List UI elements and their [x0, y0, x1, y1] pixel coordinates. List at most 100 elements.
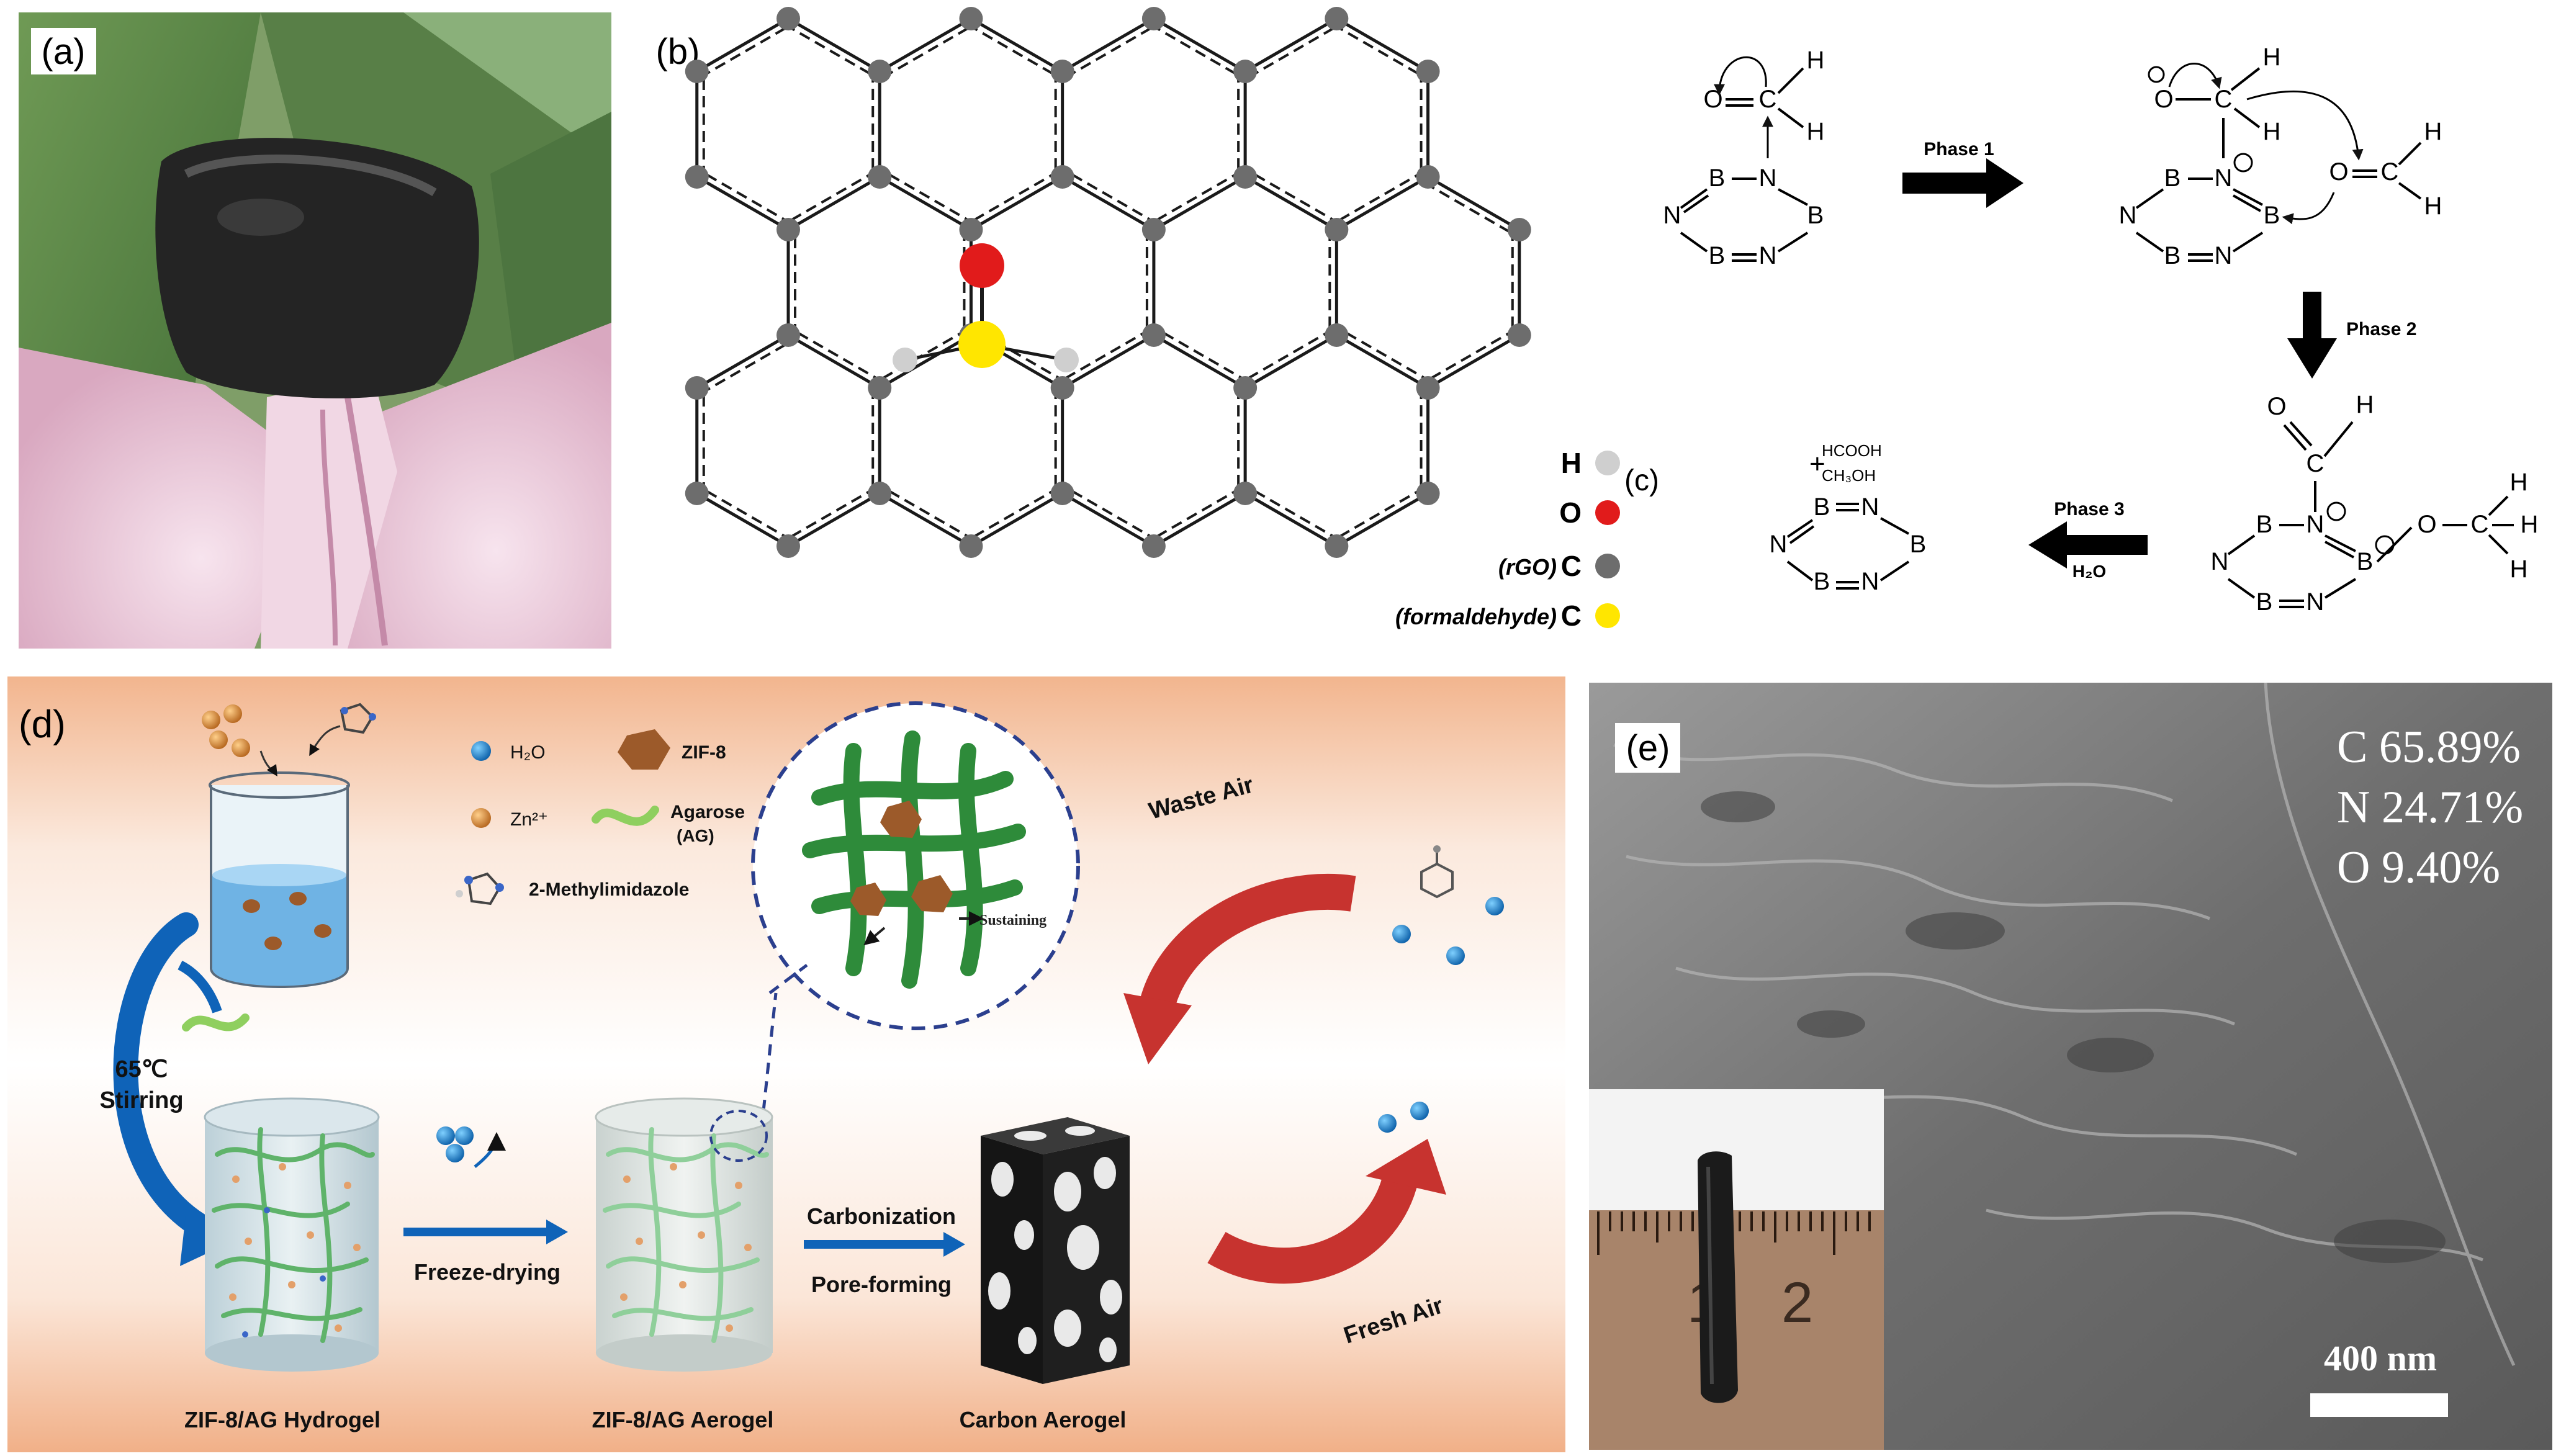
sustaining-label: Sustaining: [979, 912, 1046, 928]
atom-h: H: [1807, 118, 1825, 145]
lattice-carbon-atom: [868, 60, 892, 83]
lattice-legend: H O (c) (rGO) C (formaldehyde) C: [1395, 447, 1659, 632]
phase-2-label: Phase 2: [2346, 319, 2416, 339]
legend-o-label: O: [1559, 497, 1582, 529]
legend-rgo-prefix: (rGO): [1498, 554, 1557, 580]
lattice-carbon-atom: [1416, 376, 1440, 400]
step-temperature: 65℃: [115, 1056, 168, 1082]
atom-h: H: [1807, 47, 1825, 74]
atom-b: B: [1807, 202, 1824, 229]
step-stirring: Stirring: [99, 1087, 183, 1113]
lattice-bond: [787, 492, 881, 548]
zif8-swatch: [618, 729, 670, 770]
lattice-bond-aromatic: [791, 328, 884, 384]
lattice-carbon-atom: [959, 7, 983, 30]
atom-o: O: [2154, 86, 2173, 113]
lattice-carbon-atom: [1141, 218, 1166, 241]
lattice-bond-aromatic: [966, 486, 1060, 542]
h2o-swatch: [471, 741, 491, 761]
waste-air-arrow: [1123, 993, 1192, 1064]
lattice-bond-aromatic: [1332, 486, 1426, 542]
agarose-swatch: [592, 806, 659, 826]
lattice-bond: [1153, 492, 1246, 548]
lattice-bond-aromatic: [700, 486, 793, 542]
atom-h: H: [2510, 555, 2528, 583]
panel-a-photo: (a): [19, 12, 611, 649]
legend-o-swatch: [1595, 500, 1620, 525]
lattice-bond: [1427, 333, 1521, 390]
lattice-carbon-atom: [1233, 165, 1258, 189]
lattice-carbon-atom: [1507, 323, 1531, 347]
atom-n: N: [1770, 531, 1788, 558]
panel-a-label: (a): [42, 32, 86, 72]
adsorbate-h-atom-right: [1054, 348, 1079, 372]
legend-agarose: Agarose: [670, 802, 745, 822]
atom-b: B: [1814, 493, 1830, 521]
lattice-bond-aromatic: [882, 23, 975, 79]
lattice-bond-aromatic: [1150, 486, 1243, 542]
atom-h: H: [2424, 118, 2442, 145]
scale-bar: [2310, 1393, 2448, 1417]
lattice-bond-aromatic: [784, 169, 877, 225]
freeze-drying-label: Freeze-drying: [414, 1259, 560, 1285]
atom-n: N: [2307, 588, 2325, 616]
lattice-carbon-atom: [685, 165, 709, 189]
carbonization-arrow: [943, 1232, 965, 1257]
legend-formaldehyde-c: C: [1561, 600, 1582, 632]
pore-forming-label: Pore-forming: [811, 1272, 952, 1297]
stage-3-molecule: O C H N B B N B N O C: [2211, 391, 2539, 616]
lattice-bond-aromatic: [1332, 23, 1426, 79]
phase-3-arrow: [2028, 521, 2148, 568]
atom-n: N: [1759, 164, 1777, 192]
lattice-bond-aromatic: [1156, 328, 1249, 384]
lattice-carbon-atom: [776, 323, 800, 347]
atom-h: H: [2521, 511, 2539, 538]
carbonization-label: Carbonization: [807, 1203, 956, 1229]
hydrogel-label: ZIF-8/AG Hydrogel: [184, 1407, 380, 1432]
atom-n: N: [1861, 493, 1879, 521]
lattice-carbon-atom: [776, 218, 800, 241]
lattice-bond-aromatic: [1065, 169, 1158, 225]
lattice-bond-aromatic: [882, 169, 975, 225]
atom-b: B: [2256, 511, 2273, 538]
sem-carbon-content: C 65.89%: [2337, 722, 2521, 773]
legend-h2o: H₂O: [510, 742, 546, 763]
aerogel-label: ZIF-8/AG Aerogel: [592, 1407, 774, 1432]
stage-4-molecule: + HCOOH CH₃OH B N N B B N: [1770, 441, 1927, 595]
stage-1-molecule: O C H H N B B N B N: [1663, 47, 1825, 269]
adsorbate-o-atom: [960, 243, 1004, 288]
atom-c: C: [2381, 158, 2399, 186]
lattice-bond: [696, 492, 790, 548]
lattice-bond-aromatic: [1065, 486, 1158, 542]
legend-rgo-swatch: [1595, 554, 1620, 578]
carbon-aerogel-label: Carbon Aerogel: [960, 1407, 1127, 1432]
atom-b: B: [1910, 531, 1927, 558]
stage-2-molecule: O C H H N B B N B N O: [2119, 43, 2442, 269]
lattice-bond: [1336, 17, 1429, 73]
atom-n: N: [2215, 164, 2233, 192]
lattice-bond-aromatic: [1058, 328, 1151, 384]
lattice-carbon-atom: [685, 60, 709, 83]
phase-1-label: Phase 1: [1924, 139, 1994, 160]
adsorbate-c-atom: [958, 321, 1006, 368]
plus-sign: +: [1809, 449, 1825, 479]
atom-h: H: [2510, 469, 2528, 496]
panel-d-schematic: (d) 65℃ Stirring: [7, 676, 1565, 1452]
lattice-bond-aromatic: [700, 169, 793, 225]
atom-b: B: [2256, 588, 2273, 616]
lattice-carbon-atom: [1325, 218, 1349, 241]
hydrogel-cylinder: [204, 1097, 380, 1372]
legend-mim: 2-Methylimidazole: [529, 879, 689, 900]
panel-e-sem: (e) C 65.89% N 24.71% O 9.40% 400 nm 1 2: [1589, 682, 2552, 1450]
lattice-bond-aromatic: [1248, 23, 1341, 79]
inset-photo: 1 2: [1589, 1089, 1884, 1450]
lattice-carbon-atom: [1233, 376, 1258, 400]
atom-o: O: [2267, 393, 2286, 420]
hcooh-label: HCOOH: [1822, 441, 1882, 460]
fresh-air-arrow: [1366, 1139, 1446, 1195]
lattice-bond-aromatic: [966, 23, 1060, 79]
lattice-carbon-atom: [1050, 60, 1074, 83]
lattice-bond: [696, 333, 790, 390]
lattice-bond-aromatic: [784, 23, 877, 79]
